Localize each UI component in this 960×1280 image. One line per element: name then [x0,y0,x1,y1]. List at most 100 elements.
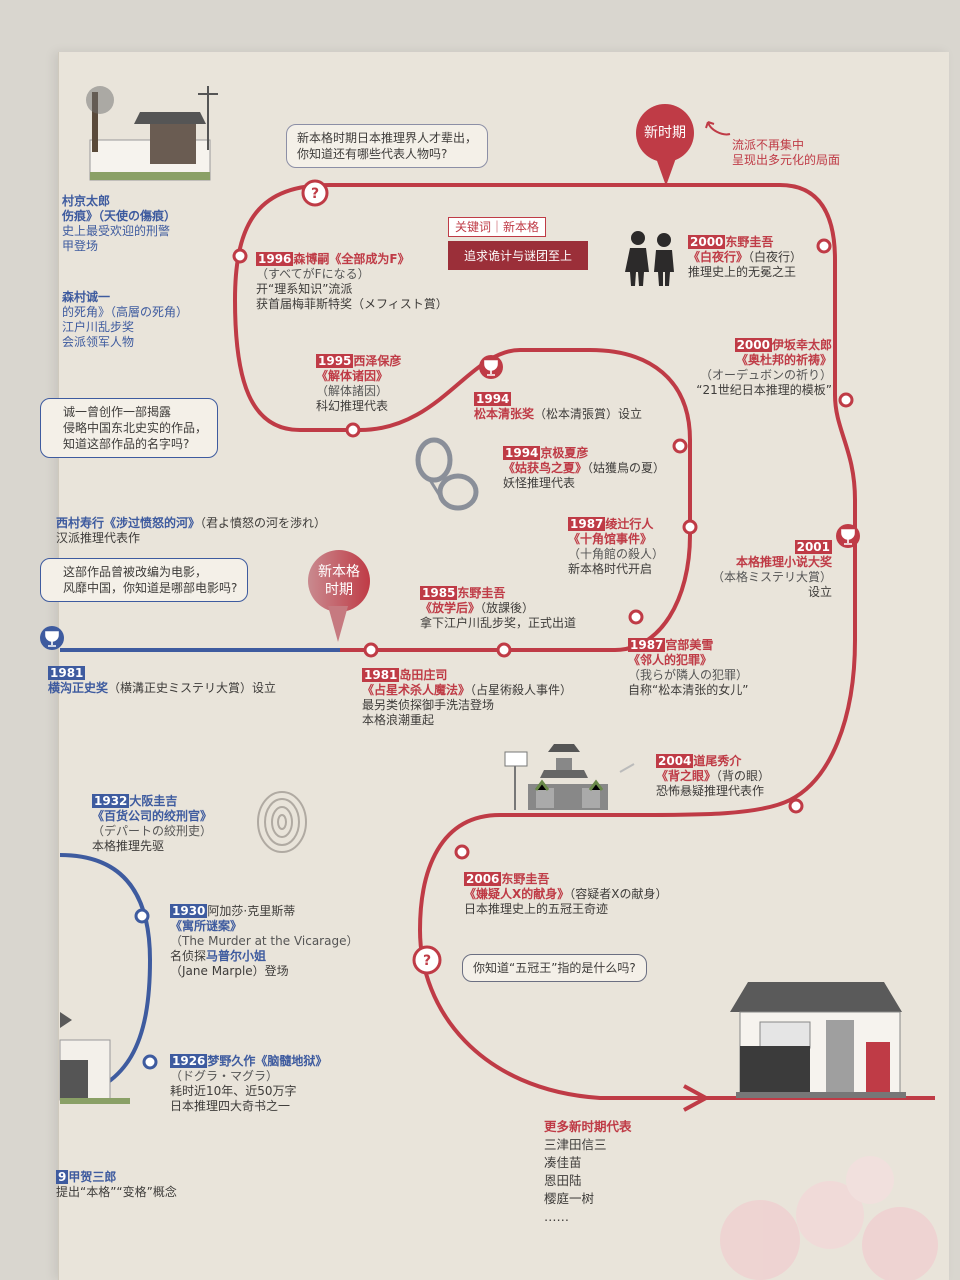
era-marker-new-period: 新时期 [636,104,694,162]
trophy-icon [40,626,64,650]
year-badge: 2004 [656,754,694,768]
era-pointer [328,606,348,642]
entry-line: 妖怪推理代表 [503,476,576,490]
entry-original: （我らが隣人の犯罪） [628,668,749,682]
entry-name: 伊坂幸太郎 [771,338,832,352]
era-label: 新本格 时期 [318,564,360,598]
house-illustration [730,982,906,1098]
entry-original: （占星術殺人事件） [470,683,573,697]
entry-line: 日本推理史上的五冠王奇迹 [464,902,609,916]
entry-original: （ドグラ・マグラ） [170,1069,279,1083]
entry-line: 开“理系知识”流派 [256,282,353,296]
entry-original: （背の眼） [716,769,771,783]
trophy-icon [479,355,503,379]
left-edge-entry: 村京太郎 伤痕》（天使の傷痕） 史上最受欢迎的刑警 甲登场 [62,194,176,254]
entry-original: （オーデュボンの祈り） [699,368,832,382]
entry-name: 道尾秀介 [693,754,742,768]
top-note: 流派不再集中 呈现出多元化的局面 [732,138,840,168]
entry-name: 森村诚一 [62,290,111,304]
entry-original: （放課後） [480,601,535,615]
question-bubble: 你知道“五冠王”指的是什么吗? [462,954,647,982]
entry-name: 东野圭吾 [501,872,550,886]
entry-original: （十角館の殺人） [568,547,665,561]
entry-line: 恐怖悬疑推理代表作 [656,784,765,798]
entry-name: 阿加莎·克里斯蒂 [207,904,296,918]
shrine-illustration [504,744,635,810]
era-pointer [656,158,676,186]
keyword-label: 关键词｜新本格 [448,217,547,237]
entry-title: 《脑髓地狱》 [255,1054,328,1068]
entry-original: （姑獲鳥の夏） [587,461,666,475]
entry-line: （Jane Marple）登场 [170,964,289,978]
question-bubble: 诚一曾创作一部揭露 侵略中国东北史实的作品， 知道这部作品的名字吗? [40,398,219,458]
entry-name: 宫部美雪 [665,638,714,652]
year-badge: 1995 [316,354,354,368]
entry-name: 西村寿行 [56,516,105,530]
children-silhouette-icon [625,231,674,286]
entry-original: （すべてがFになる） [256,267,370,281]
year-badge: 2006 [464,872,502,886]
entry-title: 横沟正史奖 [48,681,109,695]
year-badge: 2000 [688,235,726,249]
entry-highlight: 马普尔小姐 [206,949,267,963]
more-name: …… [544,1209,569,1224]
entry-name: 东野圭吾 [725,235,774,249]
more-name: 樱庭一树 [544,1191,595,1206]
year-badge: 1926 [170,1054,208,1068]
question-icon: ? [301,179,329,207]
left-edge-entry: 森村诚一 的死角》（高層の死角） 江户川乱步奖 会派领军人物 [62,290,188,350]
entry-original: （The Murder at the Vicarage） [170,934,359,948]
question-bubble: 新本格时期日本推理界人才辈出， 你知道还有哪些代表人物吗? [286,124,489,168]
entry-title: 本格推理小说大奖 [735,555,832,569]
entry-line: “21世纪日本推理的模板” [696,383,832,397]
entry-title: 《嫌疑人X的献身》 [464,887,570,901]
curl-arrow-icon [705,121,731,136]
entry-title: 的死角》（高層の死角） [62,305,189,319]
svg-text:?: ? [423,953,431,969]
entry-title: 《邻人的犯罪》 [628,653,713,667]
more-name: 三津田信三 [544,1137,607,1152]
entry-title: 《十角馆事件》 [568,532,653,546]
more-heading: 更多新时期代表 [544,1119,632,1134]
entry-title: 松本清张奖 [474,407,535,421]
entry-title: 《白夜行》 [688,250,749,264]
entry-name: 村京太郎 [62,194,111,208]
svg-text:?: ? [311,186,319,202]
year-badge: 1987 [628,638,666,652]
entry-line: 江户川乱步奖 [62,320,135,334]
era-label: 新时期 [644,125,686,141]
house-illustration [59,1012,130,1104]
arrow-icon [683,1084,711,1112]
entry-1994-award: 1994 松本清张奖（松本清張賞）设立 [474,392,642,422]
keyword-box: 关键词｜新本格 追求诡计与谜团至上 [448,217,588,270]
entry-name: 梦野久作 [207,1054,256,1068]
entry-name: 大阪圭吉 [129,794,178,808]
keyword-text: 追求诡计与谜团至上 [448,241,588,270]
entry-line: 史上最受欢迎的刑警 [62,224,171,238]
entry-title: 《占星术杀人魔法》 [362,683,471,697]
timeline-nodes [232,238,854,860]
year-badge: 2001 [794,540,832,554]
more-name: 凑佳苗 [544,1155,582,1170]
question-bubble: 这部作品曾被改编为电影， 风靡中国，你知道是哪部电影吗? [40,558,249,602]
entry-line: 名侦探 [170,949,207,963]
entry-line: 本格浪潮重起 [362,713,435,727]
timeline-red-path [232,183,935,1100]
entry-title: 《百货公司的绞刑官》 [92,809,213,823]
entry-line: 拿下江户川乱步奖，正式出道 [420,616,577,630]
cherry-blossom-decoration [720,1156,938,1280]
entry-name: 西泽保彦 [353,354,402,368]
entry-name: 甲贺三郎 [68,1170,117,1184]
year-badge: 1985 [420,586,458,600]
